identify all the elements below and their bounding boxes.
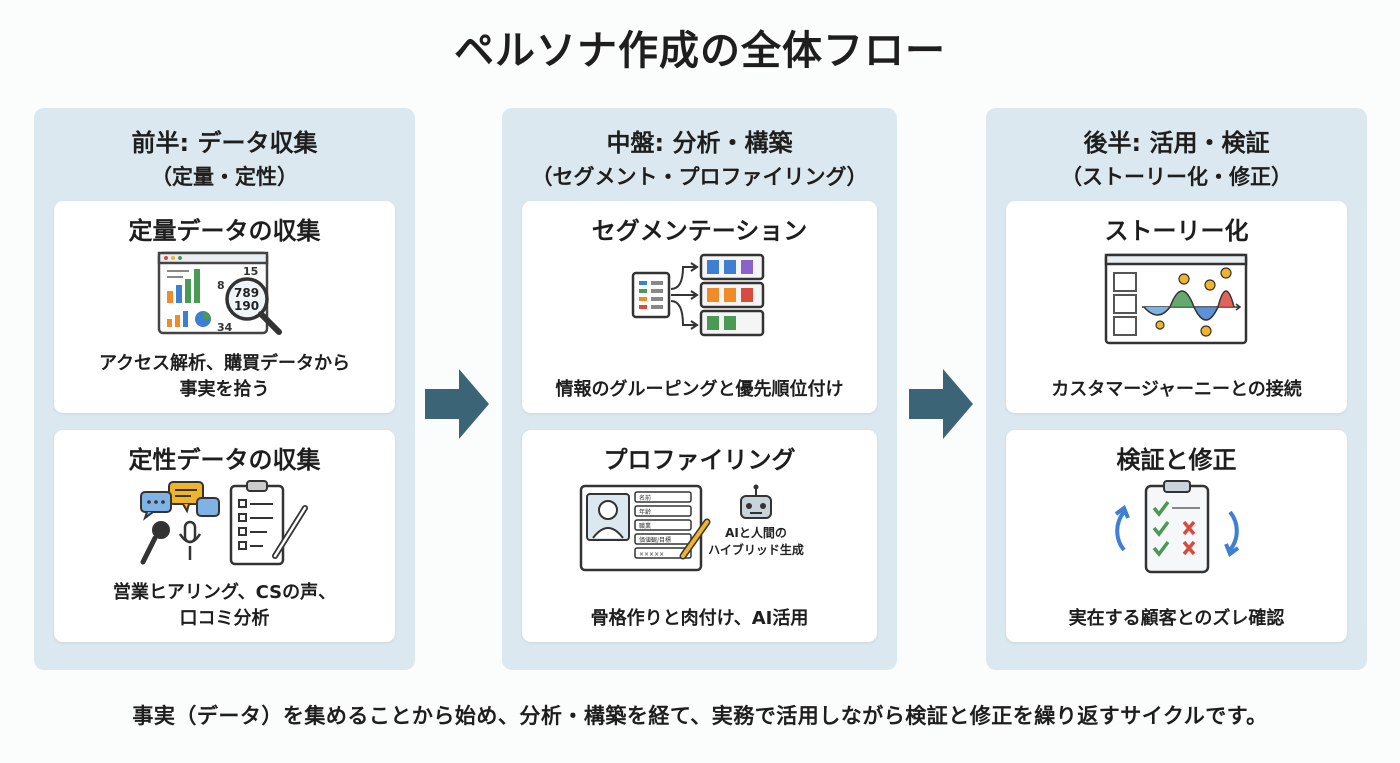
profile-field-label: 職業 — [639, 522, 651, 530]
phase-column-utilization: 後半: 活用・検証 （ストーリー化・修正） ストーリー化 — [986, 108, 1367, 670]
card-storytelling: ストーリー化 カスタマー — [1006, 201, 1347, 413]
number-value: 34 — [217, 321, 233, 334]
flow-arrow-icon — [909, 367, 975, 445]
card-description: 骨格作りと肉付け、AI活用 — [532, 606, 867, 632]
card-description: 営業ヒアリング、CSの声、 口コミ分析 — [64, 580, 385, 632]
flow-arrow-icon — [425, 367, 491, 445]
page-title: ペルソナ作成の全体フロー — [454, 28, 946, 74]
description-line: アクセス解析、購買データから — [98, 353, 351, 374]
card-description: アクセス解析、購買データから 事実を拾う — [64, 351, 385, 403]
description-line: 骨格作りと肉付け、AI活用 — [590, 608, 809, 629]
ai-hybrid-label: AIと人間の — [725, 525, 787, 540]
description-line: 事実を拾う — [179, 379, 270, 400]
description-line: 情報のグルーピングと優先順位付け — [555, 379, 844, 400]
ai-hybrid-label: ハイブリッド生成 — [708, 542, 804, 557]
card-title: 定性データの収集 — [128, 446, 321, 474]
footer-summary: 事実（データ）を集めることから始め、分析・構築を経て、実務で活用しながら検証と修… — [132, 704, 1268, 728]
phase-subtitle: （定量・定性） — [151, 165, 298, 189]
card-title: 定量データの収集 — [128, 217, 321, 245]
card-description: 実在する顧客とのズレ確認 — [1016, 606, 1337, 632]
phase-heading: 前半: データ収集 （定量・定性） — [34, 126, 415, 194]
card-quantitative-data: 定量データの収集 15 8 34 789 — [54, 201, 395, 413]
profile-field-label: 年齢 — [639, 508, 651, 516]
number-value: 190 — [234, 299, 259, 313]
card-qualitative-data: 定性データの収集 — [54, 430, 395, 642]
card-profiling: プロファイリング 名前 年齢 職業 価値観/目標 ××××× — [522, 430, 877, 642]
verify-checklist-icon — [1102, 478, 1252, 580]
card-segmentation: セグメンテーション 情報 — [522, 201, 877, 413]
description-line: 実在する顧客とのズレ確認 — [1068, 608, 1285, 629]
phase-column-analysis: 中盤: 分析・構築 （セグメント・プロファイリング） セグメンテーション — [502, 108, 897, 670]
card-title: プロファイリング — [603, 446, 796, 474]
card-title: セグメンテーション — [591, 217, 808, 245]
phase-title: 前半: データ収集 — [131, 129, 318, 157]
number-value: 15 — [243, 265, 258, 278]
journey-chart-icon — [1102, 249, 1252, 351]
card-description: 情報のグルーピングと優先順位付け — [532, 377, 867, 403]
number-value: 8 — [217, 279, 225, 292]
description-line: 営業ヒアリング、CSの声、 — [112, 582, 337, 603]
segmentation-icon — [625, 249, 775, 353]
phase-subtitle: （セグメント・プロファイリング） — [531, 165, 868, 189]
analytics-magnifier-icon: 15 8 34 789 190 — [155, 249, 295, 345]
phase-title: 後半: 活用・検証 — [1083, 129, 1270, 157]
phase-heading: 中盤: 分析・構築 （セグメント・プロファイリング） — [502, 126, 897, 194]
phase-heading: 後半: 活用・検証 （ストーリー化・修正） — [986, 126, 1367, 194]
interview-clipboard-icon — [135, 478, 315, 574]
card-verification: 検証と修正 実在する顧客とのズレ確認 — [1006, 430, 1347, 642]
number-value: 789 — [234, 286, 259, 300]
profile-field-label: 名前 — [639, 494, 651, 502]
phase-column-data-collection: 前半: データ収集 （定量・定性） 定量データの収集 15 8 — [34, 108, 415, 670]
card-description: カスタマージャーニーとの接続 — [1016, 377, 1337, 403]
phase-subtitle: （ストーリー化・修正） — [1061, 165, 1292, 189]
profile-card-icon: 名前 年齢 職業 価値観/目標 ××××× AIと人間の ハイブリッド生成 — [575, 482, 825, 578]
profile-field-label: ××××× — [639, 551, 664, 558]
description-line: 口コミ分析 — [179, 608, 270, 629]
phase-title: 中盤: 分析・構築 — [606, 129, 793, 157]
card-title: 検証と修正 — [1116, 446, 1237, 474]
description-line: カスタマージャーニーとの接続 — [1051, 379, 1302, 400]
profile-field-label: 価値観/目標 — [639, 536, 671, 544]
card-title: ストーリー化 — [1104, 217, 1249, 245]
